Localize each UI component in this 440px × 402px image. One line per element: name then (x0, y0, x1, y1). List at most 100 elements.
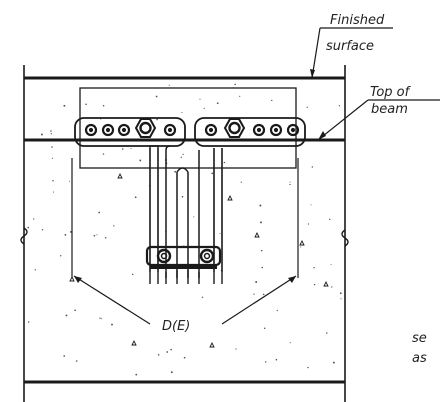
concrete-speckle (201, 296, 204, 298)
concrete-speckle (59, 255, 62, 257)
concrete-speckle (155, 95, 158, 98)
concrete-speckle (34, 269, 36, 271)
concrete-speckle (27, 321, 30, 323)
concrete-speckle (181, 195, 184, 198)
bottom-plate-bolts (156, 248, 215, 264)
top-of-beam-arrowhead (318, 131, 326, 140)
finished-surface-label-line2: surface (326, 39, 374, 54)
concrete-speckle (240, 181, 242, 183)
finished-surface-leader (311, 27, 393, 79)
concrete-speckle (139, 159, 142, 162)
concrete-speckle (52, 191, 54, 193)
concrete-speckle (113, 225, 115, 227)
concrete-speckle (64, 233, 67, 236)
concrete-speckle (332, 361, 335, 364)
aggregate-mark (131, 339, 137, 346)
dimension-arrow-left (73, 275, 151, 325)
concrete-speckle (157, 354, 160, 356)
dimension-arrowhead-left (74, 276, 82, 283)
right-anchor-bar (213, 148, 223, 272)
concrete-speckle (199, 98, 201, 100)
concrete-speckle (253, 293, 255, 295)
concrete-speckle (63, 104, 66, 107)
concrete-speckle (211, 172, 214, 175)
concrete-speckle (261, 266, 264, 269)
concrete-speckle (338, 105, 341, 107)
concrete-speckle (170, 348, 172, 351)
concrete-speckle (51, 157, 53, 159)
concrete-speckle (255, 281, 258, 283)
concrete-speckle (180, 156, 182, 158)
finished-surface-arrowhead (310, 69, 315, 78)
dimension-label: D(E) (162, 319, 190, 334)
concrete-speckle (41, 229, 44, 231)
note-label-line1: se (412, 331, 427, 346)
left-plate-bolts (84, 118, 177, 138)
concrete-speckle (100, 318, 102, 320)
concrete-speckle (300, 246, 302, 248)
right-plate-bolts (204, 118, 300, 138)
concrete-speckle (307, 223, 310, 225)
concrete-speckle (261, 249, 263, 252)
concrete-speckle (111, 323, 113, 326)
concrete-speckle (130, 147, 132, 150)
concrete-speckle (75, 360, 78, 362)
concrete-speckle (135, 373, 138, 376)
aggregate-mark (254, 231, 260, 238)
concrete-speckle (271, 99, 273, 102)
left-anchor-hook (149, 145, 159, 148)
concrete-speckle (307, 366, 309, 369)
concrete-speckle (27, 226, 29, 229)
concrete-speckle (121, 148, 124, 150)
concrete-speckle (264, 361, 267, 363)
left-plate (74, 117, 186, 147)
concrete-speckle (134, 196, 137, 199)
concrete-speckle (65, 314, 68, 317)
concrete-speckle (263, 327, 266, 329)
concrete-speckle (193, 216, 195, 218)
concrete-speckle (313, 266, 315, 269)
concrete-speckle (183, 356, 186, 359)
concrete-speckle (156, 118, 158, 121)
concrete-speckle (310, 204, 312, 206)
concrete-speckle (63, 355, 66, 357)
concrete-speckle (235, 348, 237, 350)
concrete-speckle (52, 180, 54, 182)
concrete-speckle (331, 286, 333, 288)
top-of-beam-label-line1: Top of (370, 85, 412, 100)
concrete-speckle (339, 292, 342, 295)
concrete-speckle (289, 183, 291, 186)
bottom-plate-shadow (150, 265, 217, 269)
concrete-speckle (275, 358, 278, 361)
concrete-speckle (306, 106, 308, 108)
concrete-speckle (131, 273, 134, 276)
aggregate-mark (209, 341, 215, 348)
concrete-speckles (27, 83, 342, 376)
aggregate-mark (299, 239, 305, 246)
concrete-speckle (219, 232, 221, 235)
concrete-speckle (96, 234, 98, 236)
concrete-speckle (50, 130, 52, 132)
concrete-speckle (328, 218, 331, 221)
concrete-speckle (259, 204, 262, 207)
concrete-speckle (182, 153, 184, 156)
lower-bars (149, 270, 223, 284)
concrete-speckle (260, 221, 262, 224)
embed-block (79, 87, 297, 169)
left-anchor-bar (149, 148, 159, 272)
concrete-speckle (276, 309, 278, 312)
concrete-speckle (93, 234, 96, 237)
concrete-speckle (223, 161, 226, 164)
concrete-speckle (104, 236, 107, 239)
concrete-speckle (102, 153, 105, 155)
aggregate-mark (323, 280, 329, 287)
concrete-speckle (69, 180, 70, 182)
concrete-speckle (51, 146, 53, 148)
concrete-speckle (168, 84, 170, 86)
concrete-speckle (102, 104, 105, 107)
concrete-speckle (239, 95, 241, 97)
concrete-speckle (170, 371, 173, 374)
concrete-speckle (85, 103, 87, 106)
note-label-line2: as (412, 351, 427, 366)
aggregate-mark (69, 275, 75, 282)
